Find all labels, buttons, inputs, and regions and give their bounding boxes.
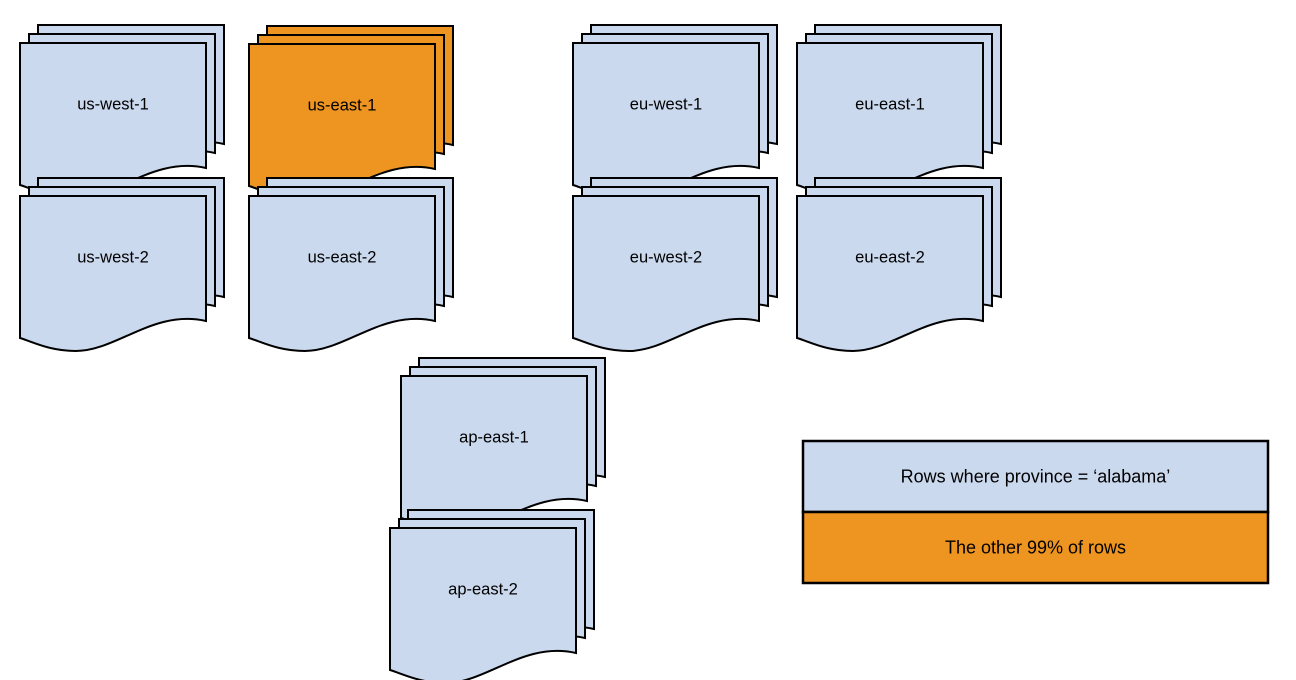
region-stacks-group: us-west-1 us-east-1 eu-west-1 eu-east-1 us-w… <box>19 24 1002 680</box>
document-sheet-front <box>400 375 588 533</box>
document-sheet-front <box>248 195 436 353</box>
region-stack-label: us-west-2 <box>77 248 149 266</box>
region-stack-eu-west-2[interactable]: eu-west-2 <box>572 177 778 353</box>
document-sheet-front <box>19 42 207 200</box>
legend-row-orange-swatch <box>801 510 1270 585</box>
region-stack-ap-east-2[interactable]: ap-east-2 <box>389 509 595 680</box>
region-stack-ap-east-1[interactable]: ap-east-1 <box>400 357 606 533</box>
region-stack-us-west-1[interactable]: us-west-1 <box>19 24 225 200</box>
document-sheet-front <box>572 42 760 200</box>
legend-row-orange: The other 99% of rows <box>801 510 1270 585</box>
region-stack-label: eu-west-1 <box>630 95 702 113</box>
region-stack-eu-east-2[interactable]: eu-east-2 <box>796 177 1002 353</box>
legend-row-blue-label: Rows where province = ‘alabama’ <box>901 466 1171 486</box>
region-stack-eu-east-1[interactable]: eu-east-1 <box>796 24 1002 200</box>
region-stack-label: us-west-1 <box>77 95 149 113</box>
document-sheet-front <box>389 527 577 680</box>
document-sheet-front <box>796 42 984 200</box>
legend-row-orange-label: The other 99% of rows <box>945 537 1126 557</box>
document-sheet-front <box>796 195 984 353</box>
document-sheet-front <box>572 195 760 353</box>
region-stack-us-west-2[interactable]: us-west-2 <box>19 177 225 353</box>
document-sheet-front <box>19 195 207 353</box>
document-sheet-front <box>248 43 436 201</box>
region-stack-label: eu-east-2 <box>855 248 925 266</box>
region-stack-label: us-east-2 <box>308 248 377 266</box>
region-stack-eu-west-1[interactable]: eu-west-1 <box>572 24 778 200</box>
region-stack-label: us-east-1 <box>308 96 377 114</box>
region-stack-us-east-2[interactable]: us-east-2 <box>248 177 454 353</box>
region-stack-us-east-1[interactable]: us-east-1 <box>248 25 454 201</box>
region-stack-label: ap-east-2 <box>448 580 518 598</box>
legend-group: Rows where province = ‘alabama’ The other… <box>801 439 1270 585</box>
legend-row-blue: Rows where province = ‘alabama’ <box>801 439 1270 514</box>
region-stack-label: ap-east-1 <box>459 428 529 446</box>
region-stack-label: eu-west-2 <box>630 248 702 266</box>
region-stack-label: eu-east-1 <box>855 95 925 113</box>
